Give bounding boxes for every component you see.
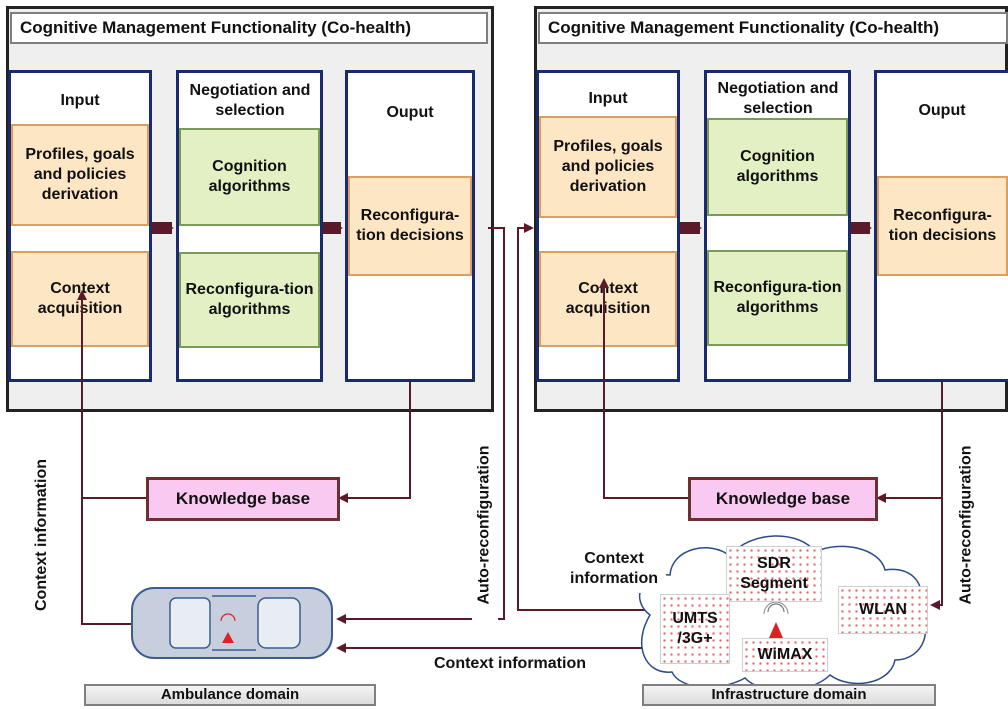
left-negotiation-header: Negotiation and selection xyxy=(189,82,311,119)
right-kb-to-input xyxy=(599,278,688,499)
left-reconfiguration-algorithms-box: Reconfigura-tion algorithms xyxy=(179,252,320,348)
cloud-to-right-input xyxy=(517,223,650,611)
context-information-label: Context information xyxy=(33,459,50,611)
left-input-header: Input xyxy=(60,92,100,109)
left-decisions-box: Reconfigura-tion decisions xyxy=(348,176,472,276)
left-cmf-title: Cognitive Management Functionality (Co-h… xyxy=(10,12,488,44)
right-auto-reconfiguration-label: Auto-reconfiguration xyxy=(958,445,975,605)
auto-reconfiguration-vertical-wrap: Auto-reconfiguration xyxy=(472,420,498,630)
right-context-information-label: Context information xyxy=(562,545,666,593)
wimax-box: WiMAX xyxy=(742,638,828,672)
right-auto-reconfig-to-wlan xyxy=(930,498,943,610)
left-profiles-box: Profiles, goals and policies derivation xyxy=(11,124,149,226)
right-decisions-box: Reconfigura-tion decisions xyxy=(877,176,1008,276)
right-knowledge-base: Knowledge base xyxy=(688,477,878,521)
wlan-box: WLAN xyxy=(838,586,928,634)
infrastructure-domain-label: Infrastructure domain xyxy=(642,684,936,706)
cloud-antenna-icon xyxy=(763,601,789,638)
bottom-context-information-label: Context information xyxy=(434,655,586,672)
right-auto-reconfiguration-vertical-wrap: Auto-reconfiguration xyxy=(954,420,980,630)
auto-reconfiguration-label: Auto-reconfiguration xyxy=(476,445,493,605)
left-knowledge-base: Knowledge base xyxy=(146,477,340,521)
right-cmf-title: Cognitive Management Functionality (Co-h… xyxy=(538,12,1008,44)
right-negotiation-header: Negotiation and selection xyxy=(717,80,839,117)
left-cognition-box: Cognition algorithms xyxy=(179,128,320,226)
right-profiles-box: Profiles, goals and policies derivation xyxy=(539,116,677,218)
auto-reconfig-to-ambulance xyxy=(336,227,505,624)
umts-box: UMTS /3G+ xyxy=(660,594,730,664)
ambulance-vehicle xyxy=(131,587,333,659)
right-output-header: Ouput xyxy=(918,102,966,119)
left-output-to-kb xyxy=(338,382,411,503)
left-output-header: Ouput xyxy=(386,104,434,121)
sdr-segment-box: SDR Segment xyxy=(726,546,822,602)
right-input-header: Input xyxy=(588,90,628,107)
right-output-to-kb xyxy=(876,382,943,503)
right-reconfiguration-algorithms-box: Reconfigura-tion algorithms xyxy=(707,250,848,346)
context-information-vertical-wrap: Context information xyxy=(4,440,80,630)
right-context-acquisition-box: Context acquisition xyxy=(539,251,677,347)
ambulance-domain-label: Ambulance domain xyxy=(84,684,376,706)
left-ambulance-to-input xyxy=(77,290,142,625)
right-cognition-box: Cognition algorithms xyxy=(707,118,848,216)
